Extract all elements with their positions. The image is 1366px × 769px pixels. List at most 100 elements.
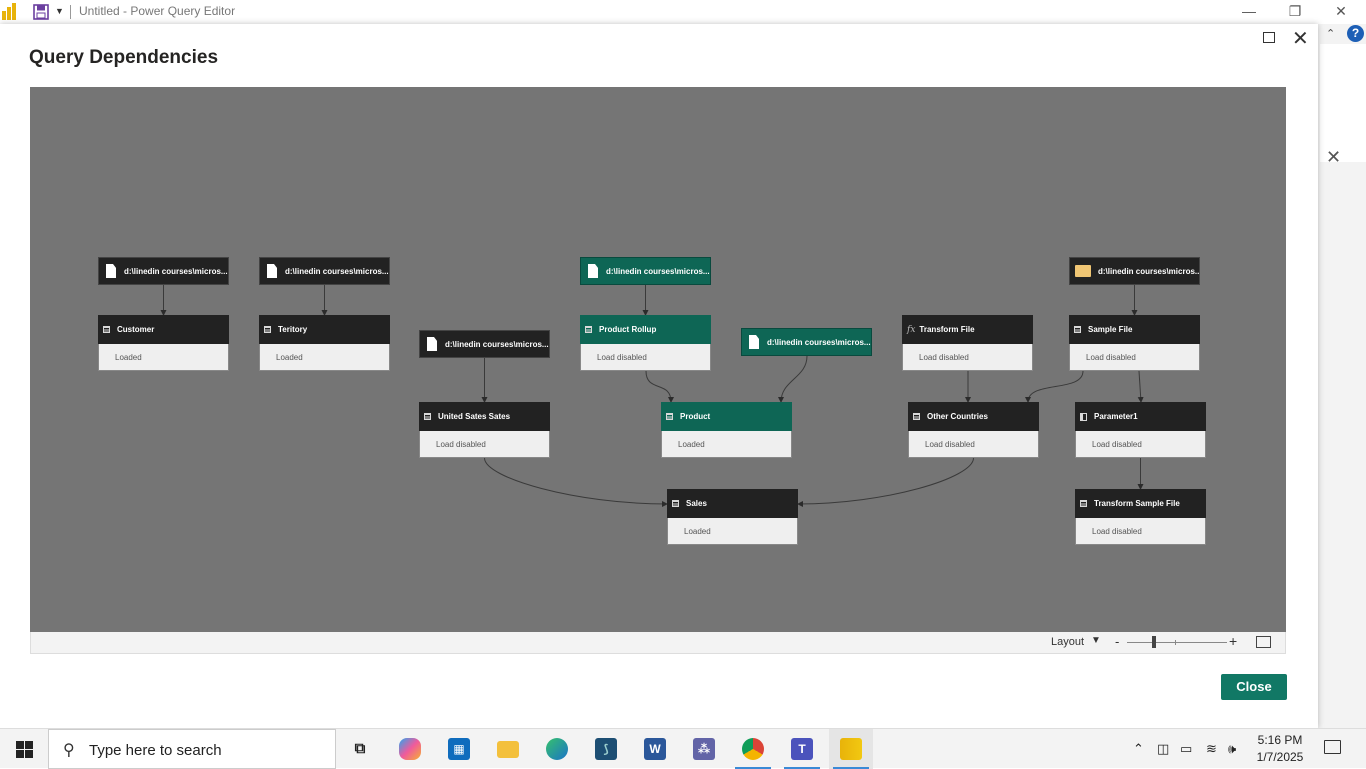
minimize-button[interactable]: —	[1242, 3, 1256, 19]
query-node-label: Sample File	[1088, 325, 1133, 334]
query-node-label: Transform File	[919, 325, 975, 334]
folder-icon	[1075, 265, 1091, 277]
query-node-label: Sales	[686, 499, 707, 508]
query-node-src1[interactable]: d:\linedin courses\micros...	[98, 257, 229, 285]
query-node-status: Load disabled	[902, 344, 1033, 371]
table-icon	[585, 326, 592, 333]
query-node-header: Teritory	[259, 315, 390, 344]
query-node-src5[interactable]: d:\linedin courses\micros...	[741, 328, 872, 356]
query-node-header: Product Rollup	[580, 315, 711, 344]
restore-button[interactable]: ❐	[1288, 3, 1302, 19]
layout-chevron-down-icon[interactable]: ▼	[1091, 635, 1101, 646]
close-button[interactable]: Close	[1221, 674, 1287, 700]
wifi-icon[interactable]: ≋	[1206, 741, 1217, 756]
query-node-header: Transform Sample File	[1075, 489, 1206, 518]
edge-icon[interactable]	[535, 729, 579, 769]
document-icon	[588, 264, 598, 278]
query-node-label: Product Rollup	[599, 325, 657, 334]
edge-sample_file-to-parameter1	[1137, 370, 1144, 403]
query-node-status: Load disabled	[1075, 518, 1206, 545]
quick-access-dropdown-icon[interactable]: ▼	[55, 6, 64, 16]
query-node-label: d:\linedin courses\micros...	[285, 266, 389, 276]
query-dependencies-dialog: Query Dependencies ✕ d:\linedin courses\…	[0, 24, 1318, 728]
zoom-out-button[interactable]: -	[1115, 634, 1120, 649]
mysql-workbench-icon[interactable]: ⟆	[584, 729, 628, 769]
query-node-status: Load disabled	[419, 431, 550, 458]
zoom-slider-tick	[1175, 640, 1176, 645]
query-node-status: Load disabled	[1075, 431, 1206, 458]
layout-button[interactable]: Layout	[1051, 636, 1085, 648]
search-placeholder: Type here to search	[89, 742, 222, 759]
tray-overflow-chevron-up-icon[interactable]: ⌃	[1133, 741, 1144, 756]
query-node-src3[interactable]: d:\linedin courses\micros...	[419, 330, 550, 358]
dialog-close-icon[interactable]: ✕	[1292, 28, 1309, 50]
maximize-icon[interactable]	[1263, 32, 1275, 43]
query-node-label: Transform Sample File	[1094, 499, 1180, 508]
table-icon	[913, 413, 920, 420]
document-icon	[106, 264, 116, 278]
query-node-status: Load disabled	[1069, 344, 1200, 371]
app-titlebar: ▼ Untitled - Power Query Editor — ❐ ✕	[0, 0, 1366, 24]
dialog-title: Query Dependencies	[29, 47, 219, 68]
document-icon	[427, 337, 437, 351]
word-icon[interactable]: W	[633, 729, 677, 769]
query-node-status: Load disabled	[580, 344, 711, 371]
taskbar-search[interactable]: ⚲ Type here to search	[48, 729, 336, 769]
battery-icon[interactable]: ▭	[1180, 741, 1193, 756]
file-explorer-icon[interactable]	[486, 729, 530, 769]
query-node-label: Parameter1	[1094, 412, 1138, 421]
window-close-button[interactable]: ✕	[1335, 3, 1347, 19]
dependency-graph-canvas[interactable]: d:\linedin courses\micros... d:\linedin c…	[30, 87, 1286, 632]
task-view-icon[interactable]: ⧉	[354, 740, 366, 757]
query-node-label: d:\linedin courses\micros...	[445, 339, 549, 349]
query-node-label: Product	[680, 412, 711, 421]
windows-start-icon[interactable]	[16, 741, 33, 758]
edge-united_states_sales-to-sales	[484, 457, 668, 507]
save-icon[interactable]	[33, 4, 49, 20]
fit-to-screen-icon[interactable]	[1256, 636, 1271, 648]
search-icon: ⚲	[63, 742, 75, 759]
query-node-label: d:\linedin courses\micros...	[606, 266, 710, 276]
clock[interactable]: 5:16 PM 1/7/2025	[1255, 732, 1305, 766]
table-icon	[264, 326, 271, 333]
teams-work-icon[interactable]: T	[780, 729, 824, 769]
collapse-ribbon-icon[interactable]: ⌃	[1326, 28, 1336, 40]
pane-close-icon[interactable]: ✕	[1326, 147, 1342, 167]
teams-icon[interactable]: ⁂	[682, 729, 726, 769]
help-icon[interactable]: ?	[1347, 25, 1364, 42]
power-bi-logo-icon	[0, 2, 18, 20]
taskbar: ⚲ Type here to search ⧉ ▦ ⟆ W ⁂ T ⌃ ◫ ▭ …	[0, 728, 1366, 769]
query-node-src4[interactable]: d:\linedin courses\micros...	[580, 257, 711, 285]
query-node-src2[interactable]: d:\linedin courses\micros...	[259, 257, 390, 285]
side-pane-panel	[1320, 44, 1366, 162]
store-icon[interactable]: ▦	[437, 729, 481, 769]
table-icon	[666, 413, 673, 420]
meet-now-icon[interactable]: ◫	[1157, 741, 1170, 756]
volume-icon[interactable]: 🕪	[1228, 741, 1237, 756]
zoom-in-button[interactable]: +	[1229, 633, 1238, 649]
table-icon	[1080, 500, 1087, 507]
zoom-slider-track[interactable]	[1127, 642, 1227, 643]
query-node-label: d:\linedin courses\micros...	[124, 266, 228, 276]
power-bi-icon[interactable]	[829, 729, 873, 769]
function-icon: fx	[907, 324, 916, 335]
query-node-src6[interactable]: d:\linedin courses\micros...	[1069, 257, 1200, 285]
notifications-icon[interactable]	[1324, 740, 1341, 754]
copilot-icon[interactable]	[388, 729, 432, 769]
query-node-label: Other Countries	[927, 412, 988, 421]
zoom-slider-thumb[interactable]	[1152, 636, 1156, 648]
chrome-icon[interactable]	[731, 729, 775, 769]
edge-other_countries-to-sales	[797, 457, 974, 507]
